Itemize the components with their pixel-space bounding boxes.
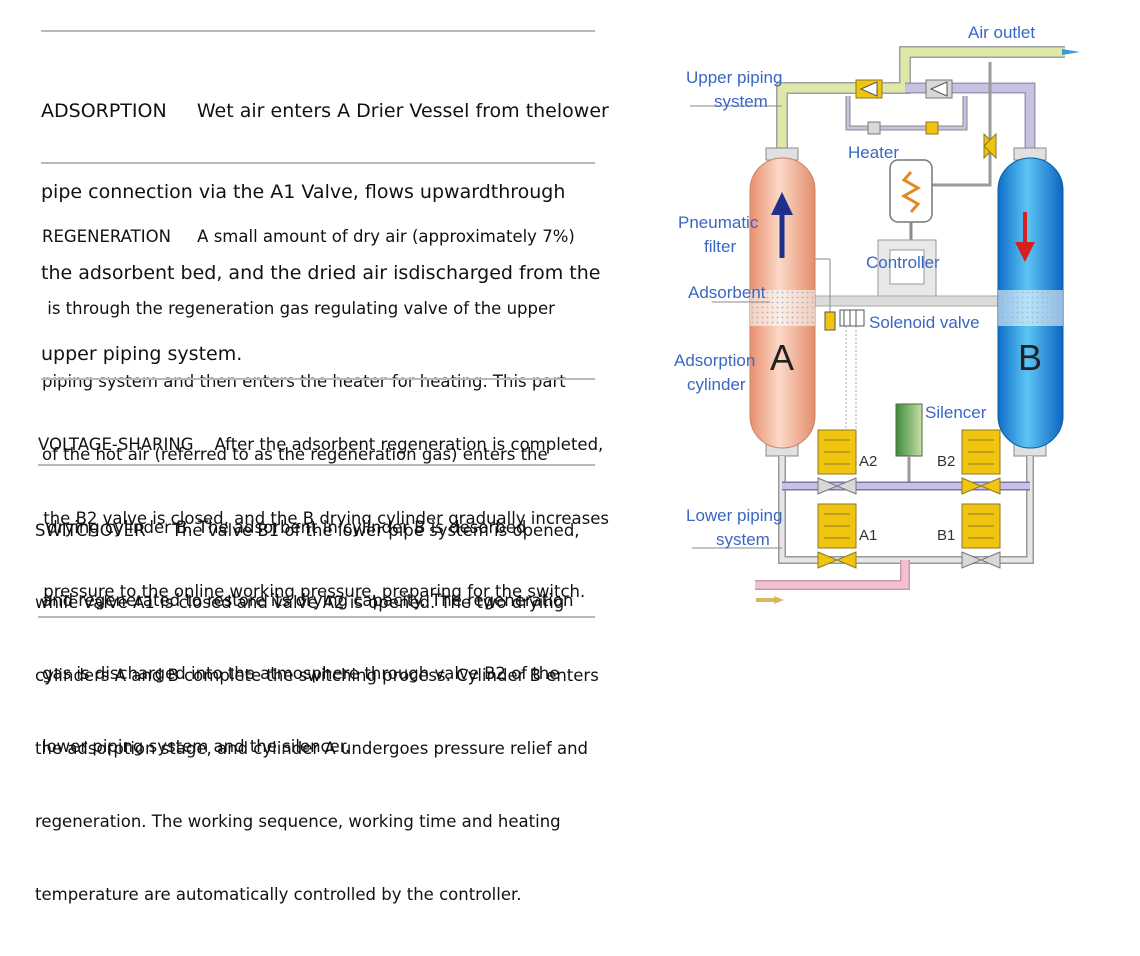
divider-3	[41, 378, 595, 380]
label-valve-a2: A2	[859, 453, 877, 470]
voltage-sharing-paragraph: VOLTAGE-SHARING After the adsorbent rege…	[38, 384, 609, 654]
cylinder-a-letter: A	[770, 337, 794, 378]
switchover-paragraph: SWITCHOVER The valve B1 of the lower pip…	[35, 470, 599, 956]
divider-5	[38, 616, 595, 618]
paragraph-line: upper piping system.	[41, 343, 243, 365]
label-upper-piping: Upper piping	[686, 68, 782, 87]
regeneration-paragraph: REGENERATION A small amount of dry air (…	[42, 176, 575, 808]
cross-pipe	[781, 295, 1031, 307]
paragraph-line: cylinders A and B complete the switching…	[35, 666, 599, 686]
upper-piping	[776, 46, 1080, 187]
label-valve-b1: B1	[937, 527, 955, 544]
label-solenoid-valve: Solenoid valve	[869, 313, 980, 332]
paragraph-line: gas is discharged into the atmosphere th…	[42, 663, 560, 683]
label-adsorbent: Adsorbent	[688, 283, 766, 302]
label-valve-a1: A1	[859, 527, 877, 544]
paragraph-line: of the hot air (referred to as the regen…	[42, 445, 548, 465]
divider-1	[41, 30, 595, 32]
description-column: ADSORPTION Wet air enters A Drier Vessel…	[0, 0, 650, 904]
cylinder-b-letter: B	[1018, 337, 1042, 378]
paragraph-line: temperature are automatically controlled…	[35, 885, 522, 905]
label-adsorption-cylinder: Adsorption	[674, 351, 755, 370]
dryer-diagram: A B	[674, 23, 1080, 604]
paragraph-line: VOLTAGE-SHARING After the adsorbent rege…	[38, 435, 604, 454]
upper-valves	[855, 79, 997, 160]
label-controller: Controller	[866, 253, 940, 272]
label-heater: Heater	[848, 143, 899, 162]
paragraph-line: is through the regeneration gas regulati…	[42, 299, 555, 319]
paragraph-line: regeneration. The working sequence, work…	[35, 812, 561, 832]
paragraph-line: drying cylinder B. The adsorbent in cyli…	[42, 518, 527, 538]
label-pneumatic-filter-2: filter	[704, 237, 736, 256]
valve-a1	[817, 503, 857, 569]
label-lower-piping: Lower piping	[686, 506, 782, 525]
label-pneumatic-filter: Pneumatic	[678, 213, 759, 232]
valve-a2	[817, 429, 857, 495]
valve-b2	[961, 429, 1001, 495]
paragraph-line: the adsorption stage, and cylinder A und…	[35, 739, 589, 759]
air-outlet-arrow-icon	[1062, 49, 1080, 55]
label-air-outlet: Air outlet	[968, 23, 1035, 42]
label-silencer: Silencer	[925, 403, 987, 422]
divider-4	[38, 464, 595, 466]
label-upper-piping-2: system	[714, 92, 768, 111]
paragraph-line: while valve A1 is closed and valve A2 is…	[35, 593, 565, 613]
paragraph-line: REGENERATION A small amount of dry air (…	[42, 226, 575, 246]
label-valve-b2: B2	[937, 453, 955, 470]
cylinder-a: A	[749, 147, 816, 457]
paragraph-line: pressure to the online working pressure,…	[38, 582, 586, 601]
valve-b1	[961, 503, 1001, 569]
divider-2	[41, 162, 595, 164]
label-adsorption-cylinder-2: cylinder	[687, 375, 746, 394]
paragraph-line: SWITCHOVER The valve B1 of the lower pip…	[35, 520, 580, 540]
paragraph-line: piping system and then enters the heater…	[42, 372, 566, 392]
paragraph-line: the adsorbent bed, and the dried air isd…	[41, 262, 601, 284]
paragraph-line: and regenerated to restore its drying ca…	[42, 591, 574, 611]
cylinder-b: B	[997, 147, 1064, 457]
paragraph-line: ADSORPTION Wet air enters A Drier Vessel…	[41, 100, 609, 122]
adsorption-paragraph: ADSORPTION Wet air enters A Drier Vessel…	[41, 44, 609, 422]
label-lower-piping-2: system	[716, 530, 770, 549]
silencer	[895, 403, 923, 486]
controller	[877, 239, 937, 297]
paragraph-line: the B2 valve is closed, and the B drying…	[38, 508, 609, 528]
solenoid-valve	[839, 309, 865, 440]
paragraph-line: pipe connection via the A1 Valve, flows …	[41, 181, 566, 203]
